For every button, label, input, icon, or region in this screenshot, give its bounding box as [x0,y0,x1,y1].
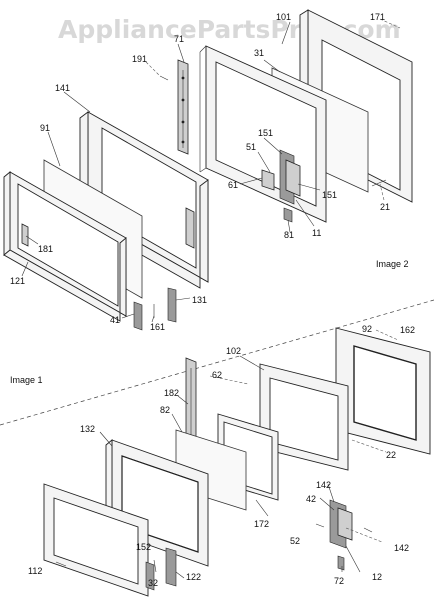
part-121-outer-door [3,171,127,322]
part-112-outer-door [43,483,149,597]
callout-32: 32 [148,578,158,588]
callout-122: 122 [186,572,201,582]
callout-52: 52 [290,536,300,546]
callout-51: 51 [246,142,256,152]
callout-171: 171 [370,12,385,22]
part-142-screw [363,527,373,533]
part-21-screw [371,179,387,187]
callout-82: 82 [160,405,170,415]
callout-141: 141 [55,83,70,93]
callout-182: 182 [164,388,179,398]
part-12-latch [329,499,353,549]
part-71-rail [177,59,189,155]
callout-91: 91 [40,123,50,133]
callout-101: 101 [276,12,291,22]
part-122 [165,547,177,587]
callout-22: 22 [386,450,396,460]
callout-81: 81 [284,230,294,240]
callout-142-bottom: 142 [394,543,409,553]
callout-162: 162 [400,325,415,335]
part-11-latch [261,149,301,205]
callout-181: 181 [38,244,53,254]
part-52-screw [315,523,325,528]
callout-31: 31 [254,48,264,58]
part-92-outer-panel [335,327,431,455]
caption-image-1: Image 1 [10,375,43,385]
callout-142-top: 142 [316,480,331,490]
callout-131: 131 [192,295,207,305]
part-81 [283,207,293,223]
callout-labels: 171 101 71 31 191 141 91 151 51 61 151 2… [10,12,415,588]
callout-121: 121 [10,276,25,286]
part-131 [167,287,177,323]
callout-42: 42 [306,494,316,504]
section-divider [0,299,434,426]
callout-21: 21 [380,202,390,212]
image-1-assembly [43,327,431,597]
callout-61: 61 [228,180,238,190]
callout-62: 62 [212,370,222,380]
callout-12: 12 [372,572,382,582]
callout-92: 92 [362,324,372,334]
part-191-screw [159,75,169,81]
image-2-assembly [3,9,413,331]
callout-152: 152 [136,542,151,552]
part-32 [145,561,155,591]
callout-132: 132 [80,424,95,434]
caption-image-2: Image 2 [376,259,409,269]
callout-11: 11 [312,228,321,238]
part-41 [133,301,143,331]
leader-lines [21,18,401,579]
callout-151-bottom: 151 [322,190,337,200]
callout-172: 172 [254,519,269,529]
callout-161: 161 [150,322,165,332]
callout-102: 102 [226,346,241,356]
part-102-frame [259,363,349,471]
part-72 [337,555,345,571]
callout-41: 41 [110,315,120,325]
callout-72: 72 [334,576,344,586]
callout-71: 71 [174,34,184,44]
callout-151-top: 151 [258,128,273,138]
callout-191: 191 [132,54,147,64]
callout-112: 112 [28,566,42,576]
